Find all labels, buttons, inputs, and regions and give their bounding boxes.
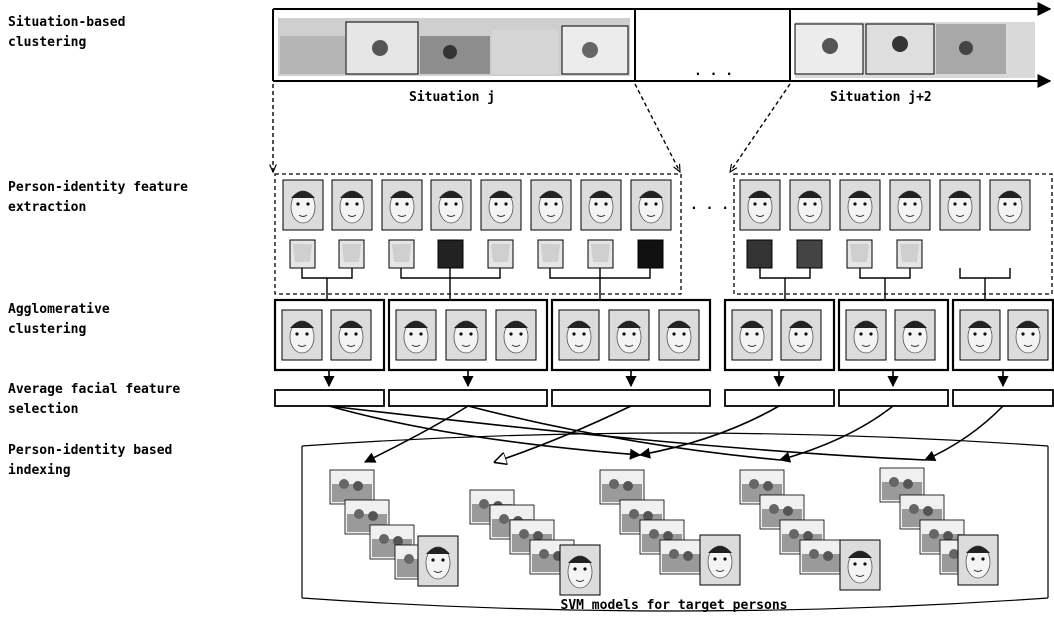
- indexing-curves: [329, 406, 1003, 462]
- agglomerative-faces: [282, 310, 1048, 360]
- extraction-group-j: [275, 174, 681, 300]
- situation-j-photos: [278, 18, 630, 76]
- model-stack-1: [330, 470, 458, 586]
- average-feature-boxes: [275, 390, 1053, 406]
- situation-j2-photos: [795, 22, 1035, 78]
- timeline: [273, 9, 1050, 81]
- model-stack-5: [880, 468, 998, 585]
- cluster-to-feature-arrows: [329, 370, 1003, 386]
- situation-connectors: [273, 84, 790, 172]
- model-stack-4: [740, 470, 880, 590]
- model-stack-3: [600, 470, 740, 585]
- extraction-group-j2: [734, 174, 1052, 300]
- model-stack-2: [470, 490, 600, 595]
